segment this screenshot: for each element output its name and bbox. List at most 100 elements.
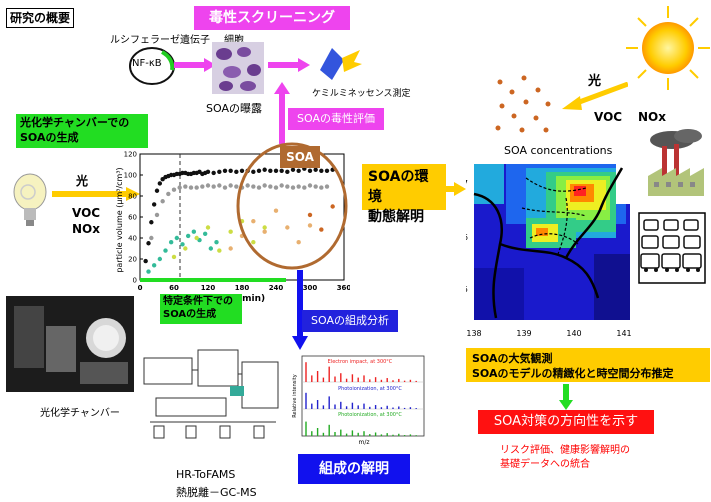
data-point (151, 263, 157, 268)
soa-highlight-circle (236, 142, 348, 270)
data-point (262, 167, 267, 172)
data-point (239, 168, 245, 173)
data-point (157, 256, 163, 262)
data-point (217, 169, 222, 175)
data-point (154, 212, 160, 218)
data-point (273, 168, 279, 173)
data-point (324, 184, 330, 189)
data-point (285, 184, 290, 189)
soa-particles-icon (495, 75, 551, 133)
data-point (146, 241, 151, 246)
data-point (262, 183, 267, 188)
data-point (319, 168, 324, 173)
cell-image-icon (212, 42, 264, 94)
data-point (183, 246, 188, 251)
data-point (211, 184, 216, 189)
data-point (217, 248, 222, 253)
specific-condition-box: 特定条件下での SOAの生成 (160, 294, 242, 324)
chamber-photo (6, 296, 134, 392)
data-point (296, 240, 301, 245)
environment-dynamics-box: SOAの環境 動態解明 (362, 164, 446, 225)
arrow-left-icon (562, 82, 628, 110)
y-tick-label: 80 (128, 193, 137, 201)
soa-badge: SOA (280, 146, 320, 168)
data-point (211, 170, 216, 176)
x-tick-label: 180 (235, 284, 250, 292)
observation-line1: SOAの大気観測 (472, 352, 553, 365)
x-tick-label: 240 (269, 284, 284, 292)
soa-exposure-label: SOAの曝露 (206, 102, 262, 115)
data-point (177, 185, 182, 190)
data-point (174, 235, 180, 241)
lon-label: 141 (616, 329, 631, 338)
data-point (245, 183, 250, 188)
data-point (163, 248, 168, 253)
chamber-voc-label: VOC (72, 206, 101, 220)
data-point (307, 168, 313, 173)
mass-spectra-chart: Electron impact, at 300°C Photoionizatio… (292, 355, 425, 446)
instrument-line1: HR-ToFAMS (176, 468, 236, 481)
chamber-generation-line2: SOAの生成 (20, 131, 79, 144)
data-point (279, 183, 284, 188)
data-point (307, 183, 313, 188)
specific-condition-line1: 特定条件下での (163, 296, 233, 307)
data-point (290, 167, 296, 172)
observation-box: SOAの大気観測 SOAのモデルの精緻化と時空間分布推定 (466, 348, 710, 382)
x-tick-label: 0 (138, 284, 143, 292)
data-point (251, 240, 256, 245)
data-point (251, 219, 256, 224)
data-point (171, 187, 177, 192)
luciferase-gene-label: ルシフェラーゼ遺伝子 (110, 35, 210, 46)
arrow-down-icon (559, 384, 573, 410)
specific-condition-line2: SOAの生成 (163, 309, 217, 320)
data-point (205, 225, 211, 230)
page-title: 研究の概要 (6, 8, 74, 28)
data-point (166, 191, 171, 197)
data-point (222, 185, 228, 190)
data-point (168, 240, 174, 245)
spectrum-2-label: Photoionization, at 300°C (338, 386, 402, 392)
data-point (313, 167, 318, 172)
data-point (143, 258, 148, 264)
y-tick-label: 60 (128, 214, 137, 222)
risk-note-line1: リスク評価、健康影響解明の (500, 445, 630, 456)
data-point (273, 208, 279, 213)
data-point (154, 188, 160, 193)
time-range-bar (140, 278, 286, 282)
y-tick-label: 120 (124, 151, 137, 159)
data-point (234, 169, 239, 175)
spectrum-1-label: Electron impact, at 300°C (328, 359, 393, 365)
arrow-down-icon (292, 270, 308, 350)
data-point (307, 212, 313, 218)
data-point (228, 183, 233, 188)
soa-concentration-map: 37 36 35 138 139 140 141 (466, 164, 632, 338)
chart-ylabel: particle volume (μm³/cm³) (115, 167, 124, 272)
chamber-nox-label: NOx (72, 222, 100, 236)
data-point (200, 184, 205, 189)
lon-label: 139 (516, 329, 531, 338)
environment-line1: SOAの環境 (368, 169, 429, 205)
data-point (324, 168, 330, 173)
data-point (296, 184, 301, 189)
data-point (273, 185, 279, 190)
sun-light-label: 光 (588, 74, 602, 89)
x-tick-label: 120 (201, 284, 216, 292)
data-point (205, 183, 211, 188)
instrument-schematic (140, 338, 286, 446)
light-bulb-icon (13, 173, 47, 226)
chamber-photo-label: 光化学チャンバー (40, 408, 120, 419)
sun-icon (626, 6, 710, 90)
toxicity-evaluation-label: SOAの毒性評価 (288, 108, 384, 130)
chamber-generation-line1: 光化学チャンバーでの (20, 116, 130, 129)
data-point (251, 184, 256, 189)
data-point (256, 185, 262, 190)
data-point (194, 235, 199, 241)
data-point (285, 169, 290, 175)
data-point (262, 229, 267, 234)
data-point (151, 202, 157, 207)
data-point (307, 223, 313, 228)
lat-label: 35 (466, 285, 468, 294)
arrow-right-icon (268, 58, 310, 72)
arrow-right-icon (446, 182, 466, 196)
